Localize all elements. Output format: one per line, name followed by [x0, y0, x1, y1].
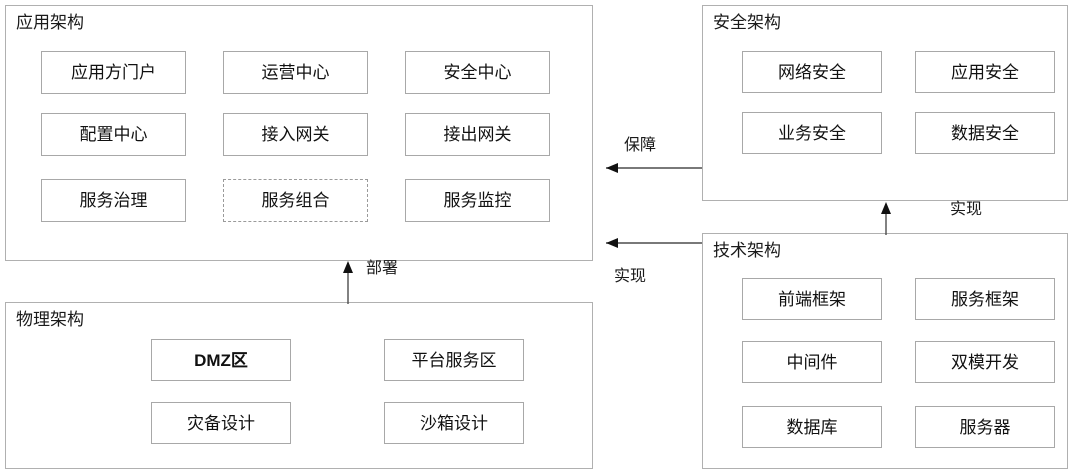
- panel-title-security-architecture: 安全架构: [713, 13, 781, 32]
- panel-physical-architecture: 物理架构 DMZ区 平台服务区 灾备设计 沙箱设计: [5, 302, 593, 469]
- edge-label-guarantee: 保障: [624, 137, 657, 154]
- node-middleware[interactable]: 中间件: [742, 341, 882, 383]
- connector-technology-to-application: [606, 238, 702, 248]
- node-config-center[interactable]: 配置中心: [41, 113, 186, 156]
- connector-security-to-application: [606, 163, 702, 173]
- node-service-composition[interactable]: 服务组合: [223, 179, 368, 222]
- node-service-monitoring[interactable]: 服务监控: [405, 179, 550, 222]
- node-service-framework[interactable]: 服务框架: [915, 278, 1055, 320]
- node-operation-center[interactable]: 运营中心: [223, 51, 368, 94]
- node-network-security[interactable]: 网络安全: [742, 51, 882, 93]
- panel-application-architecture: 应用架构 应用方门户 运营中心 安全中心 配置中心 接入网关 接出网关 服务治理…: [5, 5, 593, 261]
- panel-technology-architecture: 技术架构 前端框架 服务框架 中间件 双模开发 数据库 服务器: [702, 233, 1068, 469]
- node-security-center[interactable]: 安全中心: [405, 51, 550, 94]
- connector-technology-to-security: [881, 202, 891, 235]
- panel-title-physical-architecture: 物理架构: [16, 310, 84, 329]
- connector-physical-to-application: [343, 261, 353, 304]
- node-business-security[interactable]: 业务安全: [742, 112, 882, 154]
- node-bimodal-development[interactable]: 双模开发: [915, 341, 1055, 383]
- node-platform-service-zone[interactable]: 平台服务区: [384, 339, 524, 381]
- node-sandbox-design[interactable]: 沙箱设计: [384, 402, 524, 444]
- node-dmz-zone[interactable]: DMZ区: [151, 339, 291, 381]
- node-egress-gateway[interactable]: 接出网关: [405, 113, 550, 156]
- node-database[interactable]: 数据库: [742, 406, 882, 448]
- panel-title-technology-architecture: 技术架构: [713, 241, 781, 260]
- node-data-security[interactable]: 数据安全: [915, 112, 1055, 154]
- panel-security-architecture: 安全架构 网络安全 应用安全 业务安全 数据安全: [702, 5, 1068, 201]
- node-disaster-recovery-design[interactable]: 灾备设计: [151, 402, 291, 444]
- node-ingress-gateway[interactable]: 接入网关: [223, 113, 368, 156]
- node-application-security[interactable]: 应用安全: [915, 51, 1055, 93]
- node-service-governance[interactable]: 服务治理: [41, 179, 186, 222]
- node-application-portal[interactable]: 应用方门户: [41, 51, 186, 94]
- node-frontend-framework[interactable]: 前端框架: [742, 278, 882, 320]
- edge-label-implement-to-security: 实现: [950, 201, 983, 218]
- edge-label-deploy: 部署: [366, 260, 399, 277]
- panel-title-application-architecture: 应用架构: [16, 13, 84, 32]
- node-server[interactable]: 服务器: [915, 406, 1055, 448]
- edge-label-implement-to-application: 实现: [614, 268, 647, 285]
